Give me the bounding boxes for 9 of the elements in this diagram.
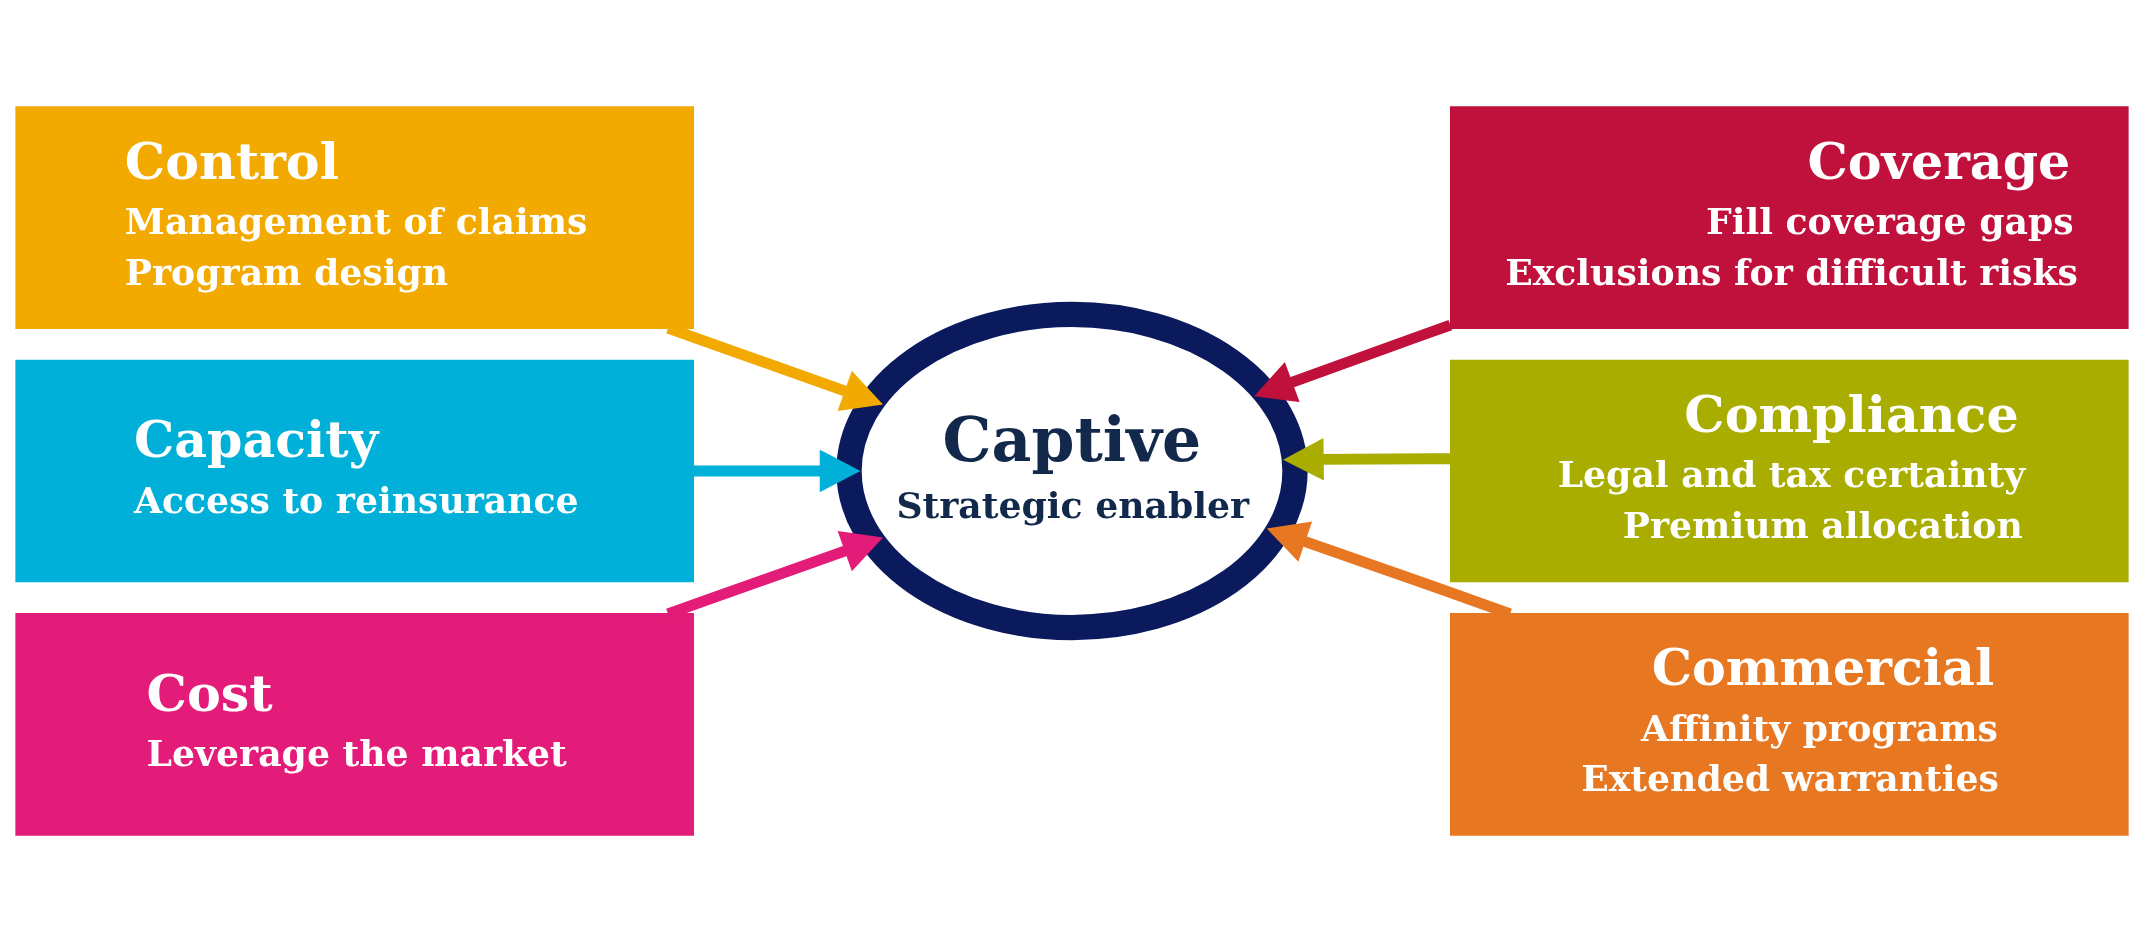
node-box: Coverage Fill coverage gaps Exclusions for difficult risks: [1449, 105, 2129, 329]
node-box: Control Management of claims Program design: [15, 105, 695, 329]
arrow: [1283, 437, 1451, 481]
node-box: Commercial Affinity programs Extended warranties: [1449, 612, 2129, 836]
arrow: [1254, 319, 1453, 402]
node-box: Compliance Legal and tax certainty Premium allocation: [1449, 359, 2129, 582]
node-box: Capacity Access to reinsurance: [15, 359, 695, 582]
arrow: [693, 449, 861, 492]
node-box: Cost Leverage the market: [15, 612, 695, 836]
